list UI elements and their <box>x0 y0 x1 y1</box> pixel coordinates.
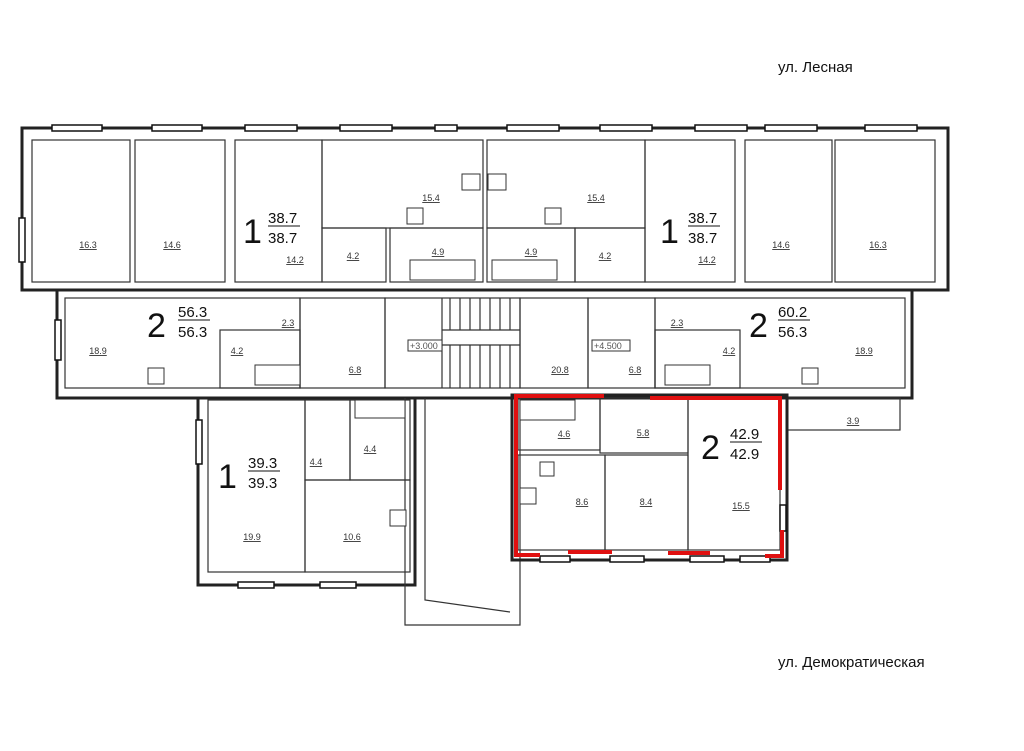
level-mark: +3.000 <box>407 339 443 352</box>
svg-text:1: 1 <box>660 213 679 251</box>
room-area: 16.3 <box>79 240 97 250</box>
svg-text:56.3: 56.3 <box>178 304 207 321</box>
apartment-label: 1 39.3 39.3 <box>218 455 280 496</box>
room-area: 8.6 <box>576 497 589 507</box>
svg-text:1: 1 <box>218 458 237 496</box>
street-label-south: ул. Демократическая <box>778 654 925 671</box>
room-area: 3.9 <box>847 416 860 426</box>
room-area: 4.2 <box>347 251 360 261</box>
room-area: 4.9 <box>525 247 538 257</box>
stove-icon <box>519 487 537 505</box>
room-area: 4.9 <box>432 247 445 257</box>
room-area: 4.6 <box>558 429 571 439</box>
room-area: 18.9 <box>89 346 107 356</box>
room-area: 8.4 <box>640 497 653 507</box>
selected-apartment-outline <box>514 394 784 558</box>
room-area: 2.3 <box>282 318 295 328</box>
room-area: 10.6 <box>343 532 361 542</box>
room-area: 14.2 <box>698 255 716 265</box>
svg-text:2: 2 <box>147 307 166 345</box>
svg-text:38.7: 38.7 <box>268 210 297 227</box>
apartment-label: 2 56.3 56.3 <box>147 304 210 345</box>
room-area: 6.8 <box>629 365 642 375</box>
room-area: 4.4 <box>364 444 377 454</box>
room-area: 15.5 <box>732 501 750 511</box>
room-area: 4.2 <box>231 346 244 356</box>
sink-icon <box>539 461 555 477</box>
room-area: 14.6 <box>772 240 790 250</box>
svg-text:2: 2 <box>701 429 720 467</box>
stove-icon <box>461 173 481 191</box>
apartment-label: 2 60.2 56.3 <box>749 304 810 345</box>
bathtub-icon <box>664 364 711 386</box>
apartment-label: 1 38.7 38.7 <box>243 210 300 251</box>
room-area: 2.3 <box>671 318 684 328</box>
windows <box>18 124 918 589</box>
sink-icon <box>544 207 562 225</box>
apartment-label: 1 38.7 38.7 <box>660 210 720 251</box>
fixtures <box>147 173 819 527</box>
svg-text:2: 2 <box>749 307 768 345</box>
room-area: 14.2 <box>286 255 304 265</box>
svg-text:+4.500: +4.500 <box>594 341 622 351</box>
svg-text:39.3: 39.3 <box>248 475 277 492</box>
svg-text:42.9: 42.9 <box>730 426 759 443</box>
room-area: 15.4 <box>422 193 440 203</box>
room-area: 16.3 <box>869 240 887 250</box>
svg-text:38.7: 38.7 <box>268 230 297 247</box>
stove-icon <box>147 367 165 385</box>
room-area: 6.8 <box>349 365 362 375</box>
apartment-label: 2 42.9 42.9 <box>701 426 762 467</box>
room-area: 5.8 <box>637 428 650 438</box>
svg-text:38.7: 38.7 <box>688 230 717 247</box>
svg-text:+3.000: +3.000 <box>410 341 438 351</box>
sink-icon <box>406 207 424 225</box>
street-label-north: ул. Лесная <box>778 59 853 76</box>
svg-text:56.3: 56.3 <box>178 324 207 341</box>
room-areas: 16.3 14.6 14.2 15.4 4.2 4.9 15.4 4.9 4.2… <box>79 193 887 542</box>
stove-icon <box>487 173 507 191</box>
bathtub-icon <box>491 259 558 281</box>
svg-text:56.3: 56.3 <box>778 324 807 341</box>
svg-text:39.3: 39.3 <box>248 455 277 472</box>
svg-text:1: 1 <box>243 213 262 251</box>
room-area: 4.2 <box>599 251 612 261</box>
level-mark: +4.500 <box>591 339 631 352</box>
bathtub-icon <box>409 259 476 281</box>
bathtub-icon <box>354 399 406 419</box>
room-area: 15.4 <box>587 193 605 203</box>
room-area: 19.9 <box>243 532 261 542</box>
svg-text:60.2: 60.2 <box>778 304 807 321</box>
staircase <box>441 298 520 388</box>
stove-icon <box>801 367 819 385</box>
svg-text:38.7: 38.7 <box>688 210 717 227</box>
room-area: 20.8 <box>551 365 569 375</box>
bathtub-icon <box>519 399 576 421</box>
svg-text:42.9: 42.9 <box>730 446 759 463</box>
bathtub-icon <box>254 364 301 386</box>
room-area: 18.9 <box>855 346 873 356</box>
room-area: 4.4 <box>310 457 323 467</box>
room-area: 14.6 <box>163 240 181 250</box>
room-area: 4.2 <box>723 346 736 356</box>
stove-icon <box>389 509 407 527</box>
